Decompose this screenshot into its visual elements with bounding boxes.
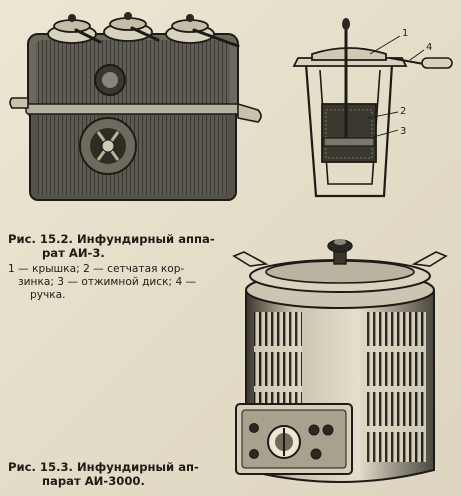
apparatus-ai3-drawing xyxy=(9,12,262,201)
figure-15-2-title-line2: рат АИ-3. xyxy=(42,246,105,261)
callout-1: 1 xyxy=(402,28,408,39)
callout-4: 4 xyxy=(426,42,432,53)
figure-15-3-title-line1: Рис. 15.3. Инфундирный ап- xyxy=(8,460,199,474)
apparatus-ai3-section: 1 4 2 3 xyxy=(292,18,453,198)
apparatus-ai3000-drawing xyxy=(232,239,448,483)
figure-15-2-caption: Рис. 15.2. Инфундирный аппа- рат АИ-3. 1… xyxy=(8,232,228,303)
figure-15-3-title-line2: парат АИ-3000. xyxy=(42,474,145,489)
callout-3: 3 xyxy=(400,126,406,137)
figure-15-3-caption: Рис. 15.3. Инфундирный ап- парат АИ-3000… xyxy=(8,460,228,489)
figure-15-2-legend-line2: зинка; 3 — отжимной диск; 4 — xyxy=(18,276,197,289)
callout-2: 2 xyxy=(400,106,406,117)
figure-15-2-legend-line1: 1 — крышка; 2 — сетчатая кор- xyxy=(8,262,185,275)
figure-15-2-legend-line3: ручка. xyxy=(30,289,66,302)
figure-15-2-title-line1: Рис. 15.2. Инфундирный аппа- xyxy=(8,232,215,246)
